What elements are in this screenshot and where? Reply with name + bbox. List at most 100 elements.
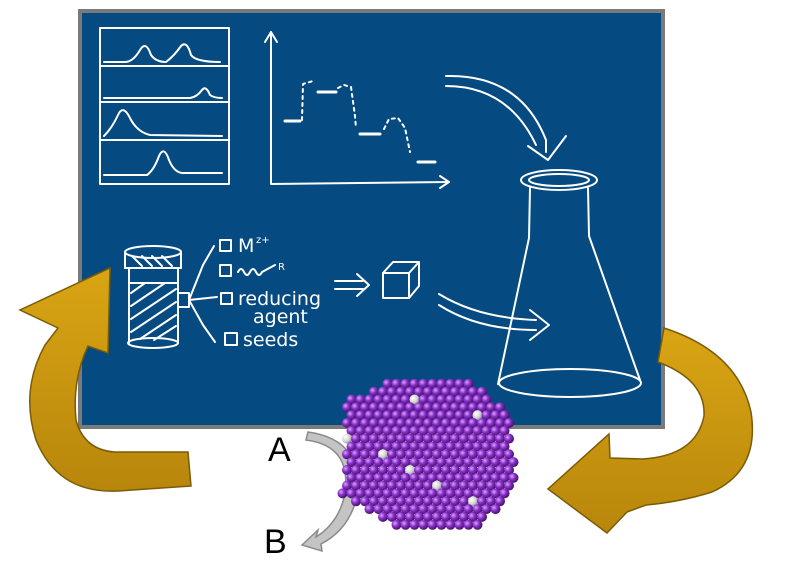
metal-atom xyxy=(405,418,415,428)
metal-atom xyxy=(477,480,487,491)
checkbox-reducing-agent xyxy=(220,292,233,305)
metal-atom xyxy=(427,378,438,389)
metal-atom xyxy=(391,472,402,483)
metal-atom xyxy=(436,394,447,405)
metal-atom xyxy=(477,402,487,413)
metal-atom xyxy=(486,449,496,460)
metal-atom xyxy=(382,441,393,452)
metal-atom xyxy=(477,433,487,444)
metal-atom xyxy=(454,441,465,452)
metal-atom xyxy=(499,457,510,468)
metal-atom xyxy=(468,511,478,522)
metal-atom xyxy=(504,433,514,444)
metal-atom xyxy=(405,496,415,507)
metal-atom xyxy=(409,425,420,436)
metal-atom xyxy=(472,441,483,452)
cube-drawing xyxy=(382,261,420,299)
metal-atom xyxy=(495,433,505,444)
metal-atom xyxy=(504,480,514,491)
metal-atom xyxy=(342,449,352,460)
metal-atom xyxy=(459,496,469,507)
metal-atom xyxy=(382,488,393,499)
metal-atom xyxy=(441,511,451,522)
metal-atom xyxy=(351,465,361,475)
metal-atom xyxy=(391,425,402,436)
metal-atom xyxy=(373,441,384,452)
metal-atom xyxy=(450,418,460,428)
metal-atom xyxy=(418,394,429,405)
metal-atom xyxy=(499,425,510,436)
metal-atom xyxy=(432,386,442,397)
metal-atom xyxy=(472,425,483,436)
arrow-into-flask xyxy=(438,293,550,341)
metal-atom xyxy=(409,410,420,421)
metal-atom xyxy=(387,496,397,507)
metal-atom xyxy=(454,457,465,468)
checkbox-seeds xyxy=(224,332,238,346)
metal-atom xyxy=(387,480,397,491)
metal-atom xyxy=(495,402,505,413)
metal-atom xyxy=(342,402,352,413)
metal-atom xyxy=(351,449,361,460)
metal-atom xyxy=(369,480,379,491)
metal-atom xyxy=(486,465,496,475)
metal-atom xyxy=(400,441,411,452)
metal-atom xyxy=(486,418,496,428)
metal-atom xyxy=(472,457,483,468)
metal-atom xyxy=(369,386,379,397)
metal-atom xyxy=(423,433,433,444)
metal-atom xyxy=(463,504,474,515)
dopant-atom xyxy=(409,394,420,405)
metal-atom xyxy=(405,386,415,397)
metal-atom xyxy=(490,457,501,468)
metal-atom xyxy=(378,496,388,507)
metal-atom xyxy=(459,386,469,397)
metal-atom xyxy=(432,465,442,475)
dopant-atom xyxy=(468,496,478,507)
metal-atom xyxy=(414,449,424,460)
metal-atom xyxy=(472,472,483,483)
metal-atom xyxy=(427,519,438,530)
metal-atom xyxy=(373,410,384,421)
metal-atom xyxy=(346,472,357,483)
metal-atom xyxy=(481,441,492,452)
flask-drawing xyxy=(497,169,642,398)
metal-atom xyxy=(387,402,397,413)
metal-atom xyxy=(445,519,456,530)
dopant-atom xyxy=(378,449,388,460)
metal-atom xyxy=(468,433,478,444)
metal-atom xyxy=(400,425,411,436)
metal-atom xyxy=(463,488,474,499)
metal-atom xyxy=(387,511,397,522)
metal-atom xyxy=(495,418,505,428)
metal-atom xyxy=(346,410,357,421)
metal-atom xyxy=(432,418,442,428)
metal-atom xyxy=(477,418,487,428)
metal-atom xyxy=(391,488,402,499)
metal-atom xyxy=(499,410,510,421)
metal-atom xyxy=(414,465,424,475)
metal-atom xyxy=(414,496,424,507)
metal-atom xyxy=(427,457,438,468)
metal-atom xyxy=(490,472,501,483)
metal-atom xyxy=(369,402,379,413)
metal-atom xyxy=(418,472,429,483)
metal-atom xyxy=(382,394,393,405)
metal-atom xyxy=(441,480,451,491)
metal-atom xyxy=(486,480,496,491)
checklist-ligand-r: R xyxy=(278,262,285,273)
metal-atom xyxy=(360,480,370,491)
metal-atom xyxy=(396,480,406,491)
metal-atom xyxy=(382,410,393,421)
metal-atom xyxy=(427,410,438,421)
metal-atom xyxy=(369,465,379,475)
dopant-atom xyxy=(432,480,442,491)
metal-atom xyxy=(468,449,478,460)
metal-atom xyxy=(427,441,438,452)
metal-atom xyxy=(364,410,375,421)
metal-atom xyxy=(400,378,411,389)
metal-atom xyxy=(454,504,465,515)
metal-atom xyxy=(499,488,510,499)
metal-atom xyxy=(360,465,370,475)
checklist-metal-charge: z+ xyxy=(256,235,270,246)
